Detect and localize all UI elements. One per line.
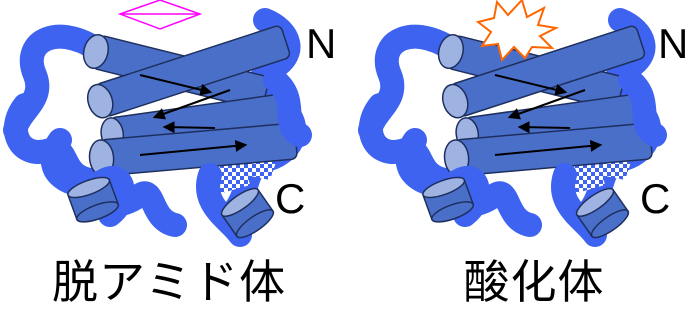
diamond-icon [117, 0, 203, 30]
n-terminus-label: N [306, 20, 336, 67]
caption-oxidized: 酸化体 [463, 255, 605, 309]
panel-oxidized: N C [370, 0, 688, 242]
c-terminus-label: C [275, 175, 305, 222]
panel-deamidated: N C [15, 0, 336, 242]
caption-deamidated: 脱アミド体 [52, 255, 287, 309]
starburst-icon [475, 0, 560, 63]
n-terminus-label: N [658, 20, 688, 67]
c-terminus-label: C [640, 175, 670, 222]
